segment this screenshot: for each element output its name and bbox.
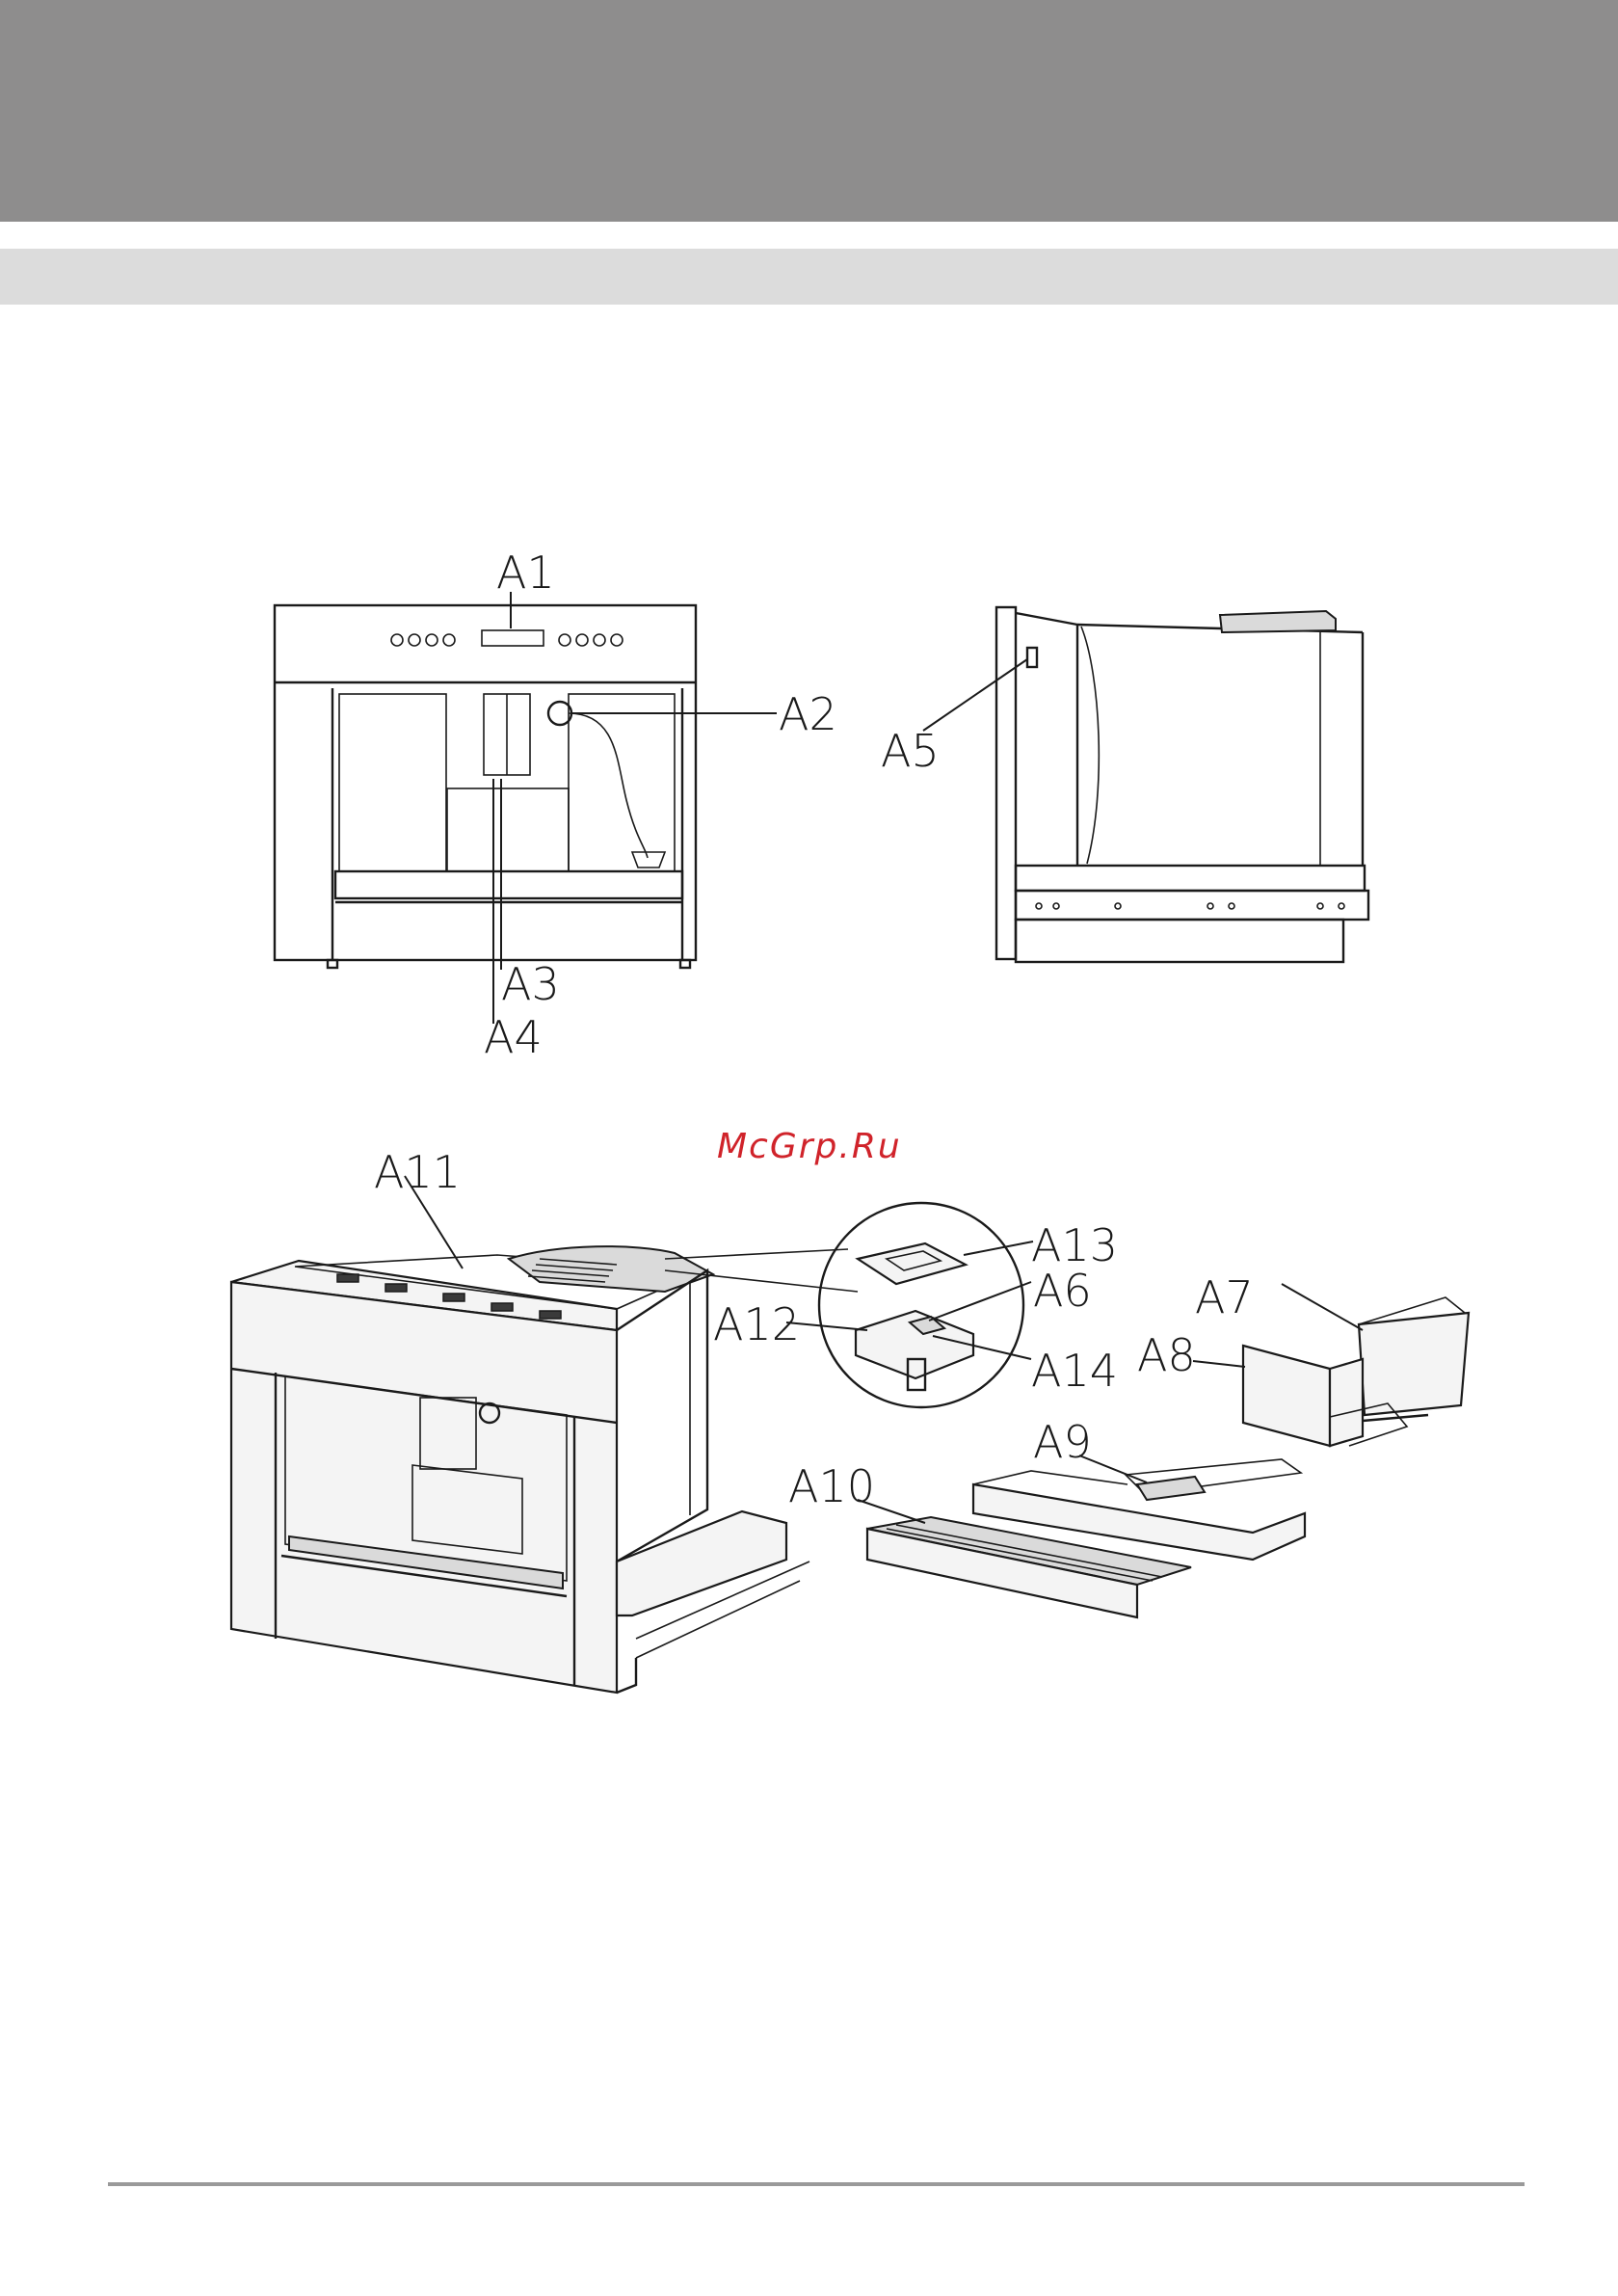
label-a7: A7: [1195, 1271, 1254, 1323]
label-a8: A8: [1137, 1329, 1196, 1381]
label-a6: A6: [1033, 1265, 1092, 1317]
label-a4: A4: [484, 1011, 543, 1063]
label-a9: A9: [1033, 1416, 1092, 1468]
watermark-text: McGrp.Ru: [717, 1127, 902, 1166]
label-a3: A3: [501, 958, 560, 1010]
label-a11: A11: [374, 1146, 461, 1198]
label-a12: A12: [713, 1298, 800, 1350]
control-buttons-right: [559, 634, 623, 646]
isometric-view: [231, 1176, 858, 1693]
footer-rule: [108, 2182, 1525, 2186]
label-a2: A2: [779, 688, 837, 740]
side-view: [923, 607, 1368, 962]
label-a1: A1: [496, 547, 555, 599]
control-buttons-left: [391, 634, 455, 646]
rail-screws: [1036, 903, 1344, 909]
detail-circle: [786, 1203, 1033, 1407]
label-a5: A5: [881, 725, 940, 777]
label-a10: A10: [788, 1460, 875, 1512]
label-a13: A13: [1031, 1219, 1118, 1271]
label-a14: A14: [1031, 1345, 1118, 1397]
